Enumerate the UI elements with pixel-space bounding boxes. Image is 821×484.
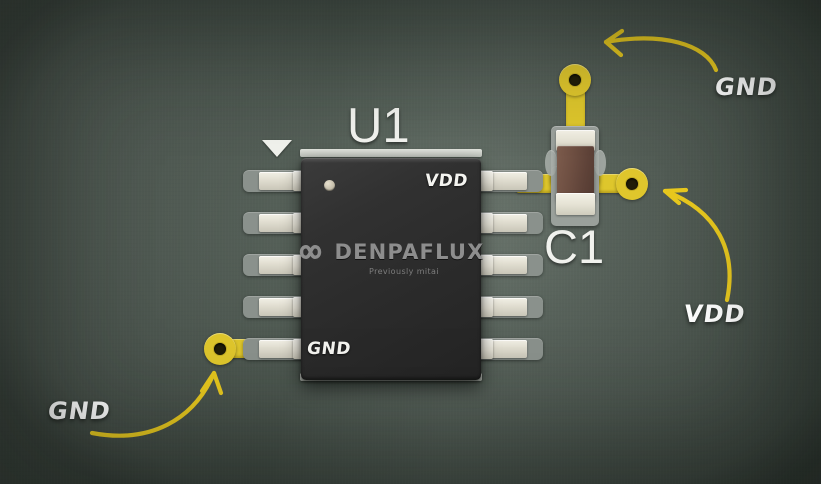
gnd-via-left[interactable]: [204, 333, 236, 365]
capacitor-body-c1[interactable]: [557, 146, 594, 200]
silkscreen-bar-top: [300, 149, 482, 157]
ic-bevel: [301, 158, 481, 163]
ic-pin-label-vdd: VDD: [423, 171, 470, 191]
capacitor-fillet-right: [594, 150, 606, 176]
capacitor-terminal-bottom: [556, 193, 595, 215]
gnd-via-top[interactable]: [559, 64, 591, 96]
ic-pin-label-gnd: GND: [305, 339, 353, 359]
denpaflux-logo-icon: [300, 245, 322, 259]
integrated-circuit-u1[interactable]: DENPAFLUX Previously mitai: [300, 158, 485, 380]
ic-pin1-dimple-icon: [324, 180, 335, 191]
annotation-label-gnd-top-right: GND: [713, 73, 780, 101]
capacitor-reference-designator: C1: [544, 220, 605, 273]
ic-brand-logo: DENPAFLUX Previously mitai: [300, 240, 485, 276]
ic-logo-text: DENPAFLUX: [334, 240, 485, 264]
capacitor-terminal-top: [556, 130, 595, 151]
vdd-via-right[interactable]: [616, 168, 648, 200]
ic-logo-subtitle: Previously mitai: [369, 267, 439, 276]
pin1-triangle-icon: [262, 140, 292, 157]
annotation-label-vdd-bottom-right: VDD: [682, 300, 748, 328]
ic-reference-designator: U1: [347, 99, 410, 153]
annotation-label-gnd-bottom-left: GND: [46, 397, 113, 425]
capacitor-fillet-left: [545, 150, 557, 176]
